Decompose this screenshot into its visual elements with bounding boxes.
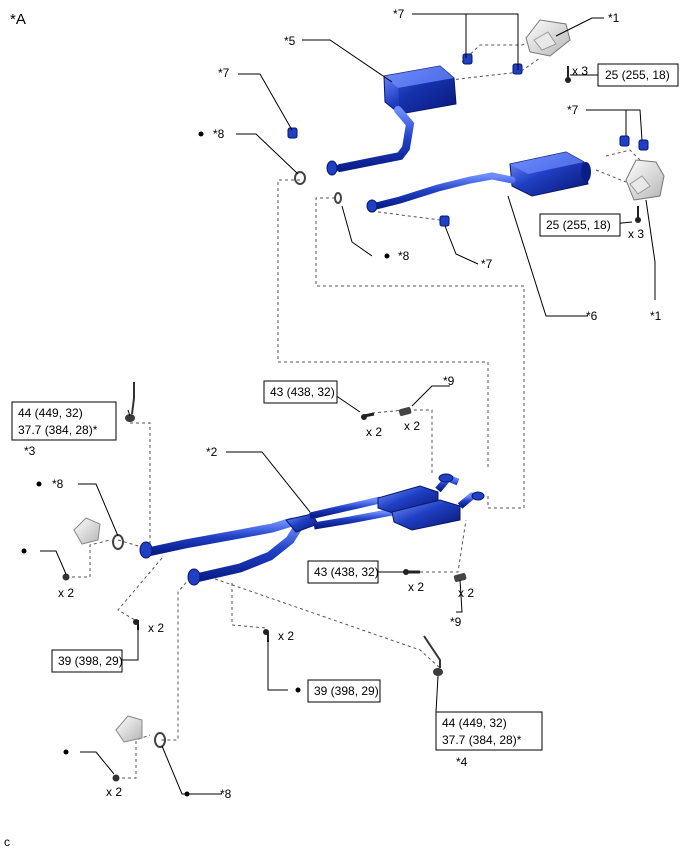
- callout-9-top: *9: [443, 374, 455, 388]
- torque-value-right-mid: 25 (255, 18): [546, 218, 611, 232]
- callout-7-top: *7: [393, 7, 405, 21]
- tailpipe-5: [326, 106, 415, 176]
- qty-bolts-top: x 3: [572, 64, 588, 78]
- torque-box-44-left: 44 (449, 32) 37.7 (384, 28)*: [11, 401, 117, 441]
- torque-value-43-mid: 43 (438, 32): [314, 565, 379, 579]
- qty-nuts-bottom: x 2: [106, 785, 122, 799]
- callout-7-middle: *7: [481, 257, 493, 271]
- qty-springs-bottom: x 2: [458, 586, 474, 600]
- muffler-6: [509, 151, 591, 197]
- callout-1-top: *1: [608, 11, 620, 25]
- callout-8-upper: *8: [213, 127, 225, 141]
- callout-2: *2: [206, 445, 218, 459]
- callout-9-bottom: *9: [450, 615, 462, 629]
- callout-labels: *A *7 *1 *5 *7 *7 *8 *8 *7 *6 *1 *9 *3 *…: [4, 7, 662, 849]
- callout-7-right: *7: [567, 103, 579, 117]
- callout-8-left: *8: [52, 477, 64, 491]
- quantity-labels: x 3 x 3 x 2 x 2 x 2 x 2 x 2 x 2 x 2 x 2: [58, 64, 644, 799]
- callout-3: *3: [24, 444, 36, 458]
- qty-springs-top: x 2: [404, 419, 420, 433]
- oxygen-sensor-4: [423, 635, 443, 676]
- front-pipe-assembly-2: [139, 473, 485, 586]
- qty-bolts-right: x 3: [628, 227, 644, 241]
- callout-7-left: *7: [218, 66, 230, 80]
- torque-value-44-right: 44 (449, 32): [442, 716, 507, 730]
- hanger-7-group: [287, 53, 649, 227]
- torque-box-43-top: 43 (438, 32): [263, 380, 338, 404]
- qty-bolts-39-mid: x 2: [278, 629, 294, 643]
- torque-box-39-left: 39 (398, 29): [51, 649, 123, 673]
- callout-6: *6: [586, 309, 598, 323]
- manifold-bracket-lower: [115, 715, 143, 743]
- torque-value-upper-right: 25 (255, 18): [605, 68, 670, 82]
- torque-value-43-top: 43 (438, 32): [270, 385, 335, 399]
- bullet-dots: [21, 131, 390, 797]
- muffler-5: [383, 65, 457, 115]
- callout-1-right: *1: [650, 309, 662, 323]
- gasket-8-group: [112, 171, 342, 748]
- qty-bolts-43-top: x 2: [366, 425, 382, 439]
- bracket-1-right: [625, 159, 665, 201]
- torque-value-39-mid: 39 (398, 29): [314, 684, 379, 698]
- figure-corner-code: c: [4, 835, 10, 849]
- torque-box-44-right: 44 (449, 32) 37.7 (384, 28)*: [435, 711, 543, 751]
- figure-id: *A: [10, 11, 26, 28]
- oxygen-sensor-3: [125, 382, 135, 422]
- torque-box-43-mid: 43 (438, 32): [307, 560, 379, 584]
- qty-nuts-left: x 2: [58, 586, 74, 600]
- qty-bolts-43-mid: x 2: [408, 580, 424, 594]
- torque-box-right-mid: 25 (255, 18): [539, 213, 621, 237]
- callout-8-middle: *8: [398, 249, 410, 263]
- callout-8-bottom: *8: [220, 787, 232, 801]
- torque-value-44-left: 44 (449, 32): [18, 406, 83, 420]
- torque-box-39-mid: 39 (398, 29): [307, 679, 381, 703]
- assembly-dashed-lines: [66, 39, 641, 779]
- torque-value-377-left: 37.7 (384, 28)*: [18, 423, 98, 437]
- bracket-1-top: [525, 19, 571, 57]
- manifold-bracket-upper: [73, 517, 101, 545]
- torque-value-377-right: 37.7 (384, 28)*: [442, 733, 522, 747]
- fasteners: [62, 66, 641, 782]
- torque-value-39-left: 39 (398, 29): [58, 654, 123, 668]
- qty-bolts-39-left: x 2: [148, 621, 164, 635]
- leader-lines: [40, 13, 656, 795]
- tailpipe-6: [366, 172, 516, 213]
- torque-box-upper-right: 25 (255, 18): [597, 63, 679, 87]
- callout-4: *4: [456, 755, 468, 769]
- callout-5: *5: [284, 34, 296, 48]
